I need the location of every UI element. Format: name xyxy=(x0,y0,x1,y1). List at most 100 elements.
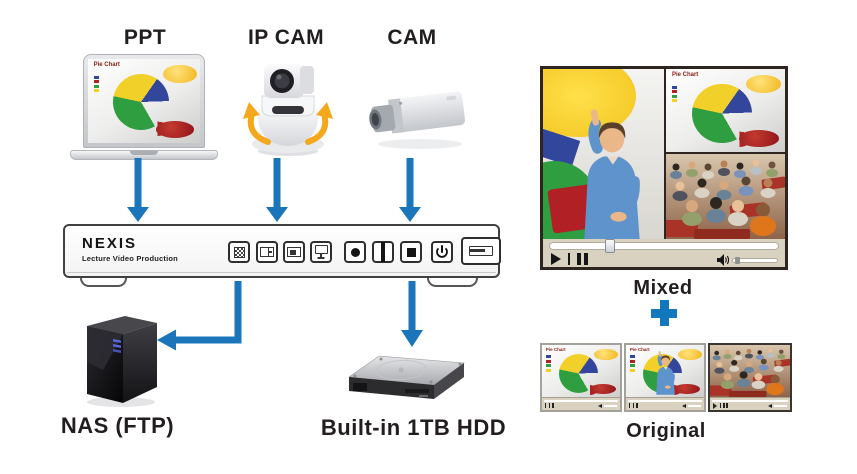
slide-content: Pie Chart xyxy=(88,59,200,143)
device-brand: NEXIS xyxy=(82,235,138,252)
presenter-figure xyxy=(654,350,677,395)
slide-legend xyxy=(93,75,99,94)
thumbnail-view: Pie Chart xyxy=(626,345,704,397)
arrow-cam-to-device xyxy=(399,158,421,222)
volume-slider[interactable] xyxy=(732,256,778,264)
split-layout-button[interactable] xyxy=(256,241,278,263)
pause-icon xyxy=(632,402,638,409)
rotation-arrows-icon xyxy=(243,102,333,145)
label-nas: NAS (FTP) xyxy=(60,413,175,438)
pip-layout-icon xyxy=(287,247,301,257)
arrow-ipcam-to-device xyxy=(266,158,288,222)
volume-thumb[interactable] xyxy=(735,256,740,264)
callout-red xyxy=(589,383,617,394)
laptop-ppt-illustration: Pie Chart xyxy=(70,54,218,162)
slide-title: Pie Chart xyxy=(629,347,650,353)
volume-slider xyxy=(688,405,701,407)
seek-bar[interactable] xyxy=(549,239,779,253)
mini-seek-track[interactable] xyxy=(712,399,788,402)
mixed-video-player[interactable]: Pie Chart xyxy=(540,66,788,270)
label-mixed: Mixed xyxy=(633,277,693,299)
label-hdd: Built-in 1TB HDD xyxy=(320,415,507,440)
presenter-video-panel xyxy=(543,69,664,239)
arrow-device-to-nas-v xyxy=(234,281,242,344)
callout-red xyxy=(738,130,780,148)
usb-port xyxy=(461,237,501,265)
stop-button[interactable] xyxy=(400,241,422,263)
thumbnail-view xyxy=(710,345,790,397)
label-cam: CAM xyxy=(387,26,437,49)
callout-yellow xyxy=(678,348,702,361)
mosaic-layout-button[interactable] xyxy=(228,241,250,263)
arrow-device-to-hdd-head xyxy=(401,330,423,347)
audience-video-panel xyxy=(666,154,785,239)
mini-controls[interactable] xyxy=(542,397,620,410)
pip-layout-button[interactable] xyxy=(283,241,305,263)
original-thumbnail-slide[interactable]: Pie Chart xyxy=(540,343,622,412)
mini-controls[interactable] xyxy=(710,397,790,410)
device-foot-right xyxy=(427,276,478,287)
volume-icon xyxy=(768,404,772,408)
laptop-screen: Pie Chart xyxy=(83,54,205,148)
device-tagline: Lecture Video Production xyxy=(82,254,178,263)
seek-thumb[interactable] xyxy=(604,239,615,253)
slide-title: Pie Chart xyxy=(93,62,120,69)
transport-controls xyxy=(551,253,588,265)
power-icon xyxy=(436,245,448,258)
laptop-slide: Pie Chart xyxy=(88,59,200,143)
callout-red xyxy=(156,121,195,138)
stop-icon xyxy=(406,247,416,257)
mini-controls[interactable] xyxy=(626,397,704,410)
slide-legend xyxy=(671,85,677,104)
pause-icon xyxy=(381,242,385,262)
usb-slot-icon xyxy=(469,246,493,256)
volume-controls xyxy=(716,254,778,266)
mini-seek-track[interactable] xyxy=(544,399,618,402)
slide-video-panel: Pie Chart xyxy=(666,69,785,152)
volume-slider xyxy=(774,405,787,407)
presenter-figure xyxy=(560,78,659,240)
callout-yellow xyxy=(594,348,618,361)
slide-legend xyxy=(629,355,635,373)
player-control-bar xyxy=(543,239,785,267)
mosaic-layout-icon xyxy=(233,246,245,258)
slide-legend xyxy=(545,355,551,373)
callout-yellow xyxy=(163,64,197,84)
split-layout-icon xyxy=(260,247,274,257)
box-camera-illustration xyxy=(369,91,466,149)
arrow-device-to-hdd xyxy=(408,281,416,330)
laptop-base xyxy=(70,150,218,160)
play-button[interactable] xyxy=(551,253,561,265)
volume-icon xyxy=(598,404,602,408)
volume-icon xyxy=(717,254,729,266)
label-original: Original xyxy=(626,420,706,442)
nas-led-indicators xyxy=(113,339,121,353)
volume-icon xyxy=(682,404,686,408)
mini-seek-track[interactable] xyxy=(628,399,702,402)
display-mode-button[interactable] xyxy=(310,241,332,263)
power-button[interactable] xyxy=(431,241,453,263)
nexis-device: NEXIS Lecture Video Production xyxy=(63,224,501,278)
arrow-device-to-nas-h xyxy=(176,336,242,344)
callout-yellow xyxy=(745,74,782,94)
pause-playback-button[interactable] xyxy=(576,253,588,265)
slide-title: Pie Chart xyxy=(671,72,699,79)
callout-red xyxy=(673,383,701,394)
slide-content: Pie Chart xyxy=(542,345,620,397)
nas-server-illustration xyxy=(87,316,157,407)
audience-crowd xyxy=(710,345,790,397)
divider xyxy=(568,253,570,265)
original-thumbnail-audience[interactable] xyxy=(708,343,792,412)
thumbnail-view: Pie Chart xyxy=(542,345,620,397)
record-button[interactable] xyxy=(344,241,366,263)
label-ppt: PPT xyxy=(123,26,167,49)
ip-camera-illustration xyxy=(243,64,333,156)
pause-button[interactable] xyxy=(372,241,394,263)
device-foot-left xyxy=(80,276,127,287)
slide-title: Pie Chart xyxy=(545,347,566,353)
original-thumbnail-presenter[interactable]: Pie Chart xyxy=(624,343,706,412)
plus-icon xyxy=(651,300,677,326)
display-icon xyxy=(314,245,328,259)
play-icon xyxy=(713,402,717,409)
